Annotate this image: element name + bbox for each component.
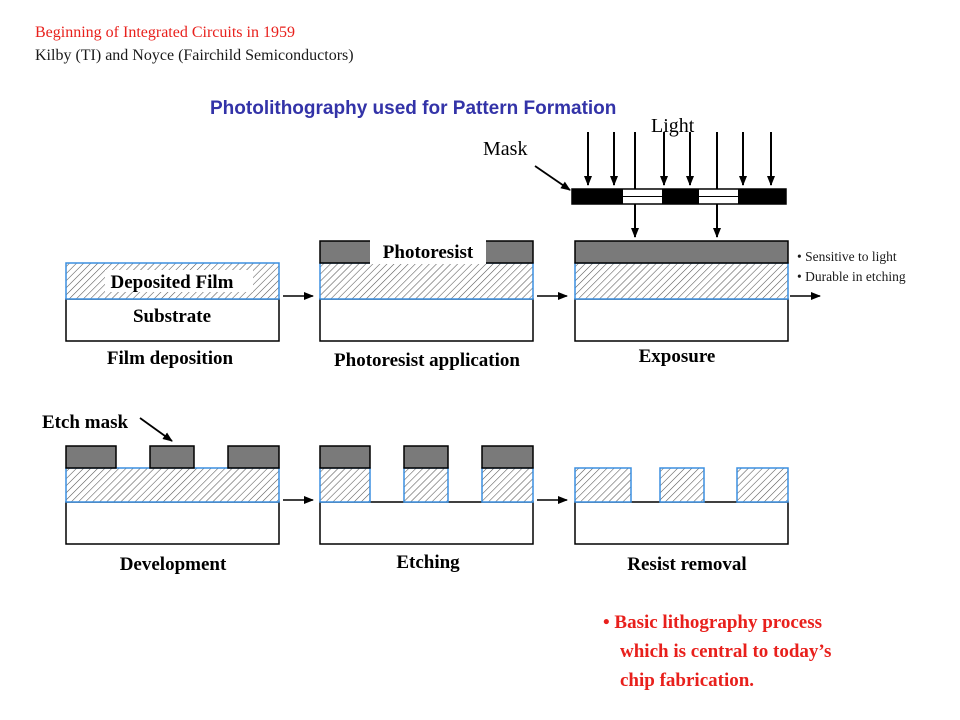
- step-development: Development: [65, 445, 280, 575]
- photoresist-properties-list: • Sensitive to light • Durable in etchin…: [797, 247, 906, 287]
- mask-label: Mask: [483, 138, 527, 160]
- step-caption: Development: [120, 554, 227, 575]
- summary-line-1: • Basic lithography process: [603, 612, 823, 633]
- resist-block: [403, 445, 449, 469]
- substrate-layer: [65, 501, 280, 545]
- summary-line-3: chip fabrication.: [620, 670, 755, 691]
- film-label-backing: [105, 270, 253, 292]
- resist-block: [481, 445, 534, 469]
- light-label: Light: [651, 115, 695, 137]
- photomask: [571, 188, 787, 205]
- step-caption: Photoresist application: [334, 350, 520, 371]
- resist-block: [65, 445, 117, 469]
- step-caption: Film deposition: [107, 348, 234, 369]
- deposited-film-label: Deposited Film: [111, 272, 234, 293]
- etch-mask-label: Etch mask: [42, 412, 128, 433]
- step-caption: Etching: [396, 552, 460, 573]
- mask-pointer-arrow: [534, 165, 571, 191]
- substrate-layer: [319, 298, 534, 342]
- summary-text: Basic lithography process: [614, 612, 823, 633]
- etch-mask-pointer-arrow: [139, 417, 173, 442]
- deposited-film-layer: [65, 467, 280, 503]
- step-photoresist-application: Photoresist Photoresist application: [319, 240, 534, 371]
- property-text: Durable in etching: [805, 269, 906, 284]
- summary-line-2: which is central to today’s: [620, 641, 832, 662]
- header-line-1: Beginning of Integrated Circuits in 1959: [35, 24, 295, 41]
- step-resist-removal: Resist removal: [574, 467, 789, 575]
- photoresist-label-backing: [370, 240, 486, 264]
- summary-note: • Basic lithography process which is cen…: [603, 608, 831, 695]
- light-arrows: [584, 132, 775, 238]
- step-film-deposition: Deposited Film Substrate Film deposition: [65, 262, 280, 369]
- film-segment: [319, 467, 371, 503]
- photoresist-label: Photoresist: [383, 242, 474, 263]
- substrate-layer: [574, 501, 789, 545]
- step-caption: Exposure: [639, 346, 716, 367]
- film-segment: [574, 467, 632, 503]
- deposited-film-layer: [574, 262, 789, 300]
- property-text: Sensitive to light: [805, 249, 897, 264]
- substrate-layer: [319, 501, 534, 545]
- property-item: • Sensitive to light: [797, 249, 897, 264]
- header-line-2: Kilby (TI) and Noyce (Fairchild Semicond…: [35, 47, 354, 64]
- step-exposure: Exposure: [574, 240, 789, 367]
- film-segment: [659, 467, 705, 503]
- substrate-layer: [574, 298, 789, 342]
- film-segment: [481, 467, 534, 503]
- page-title: Photolithography used for Pattern Format…: [210, 98, 617, 119]
- step-etching: Etching: [319, 445, 534, 573]
- film-segment: [736, 467, 789, 503]
- property-item: • Durable in etching: [797, 269, 906, 284]
- deposited-film-layer: [319, 262, 534, 300]
- resist-block: [227, 445, 280, 469]
- photoresist-layer: [574, 240, 789, 264]
- resist-block: [149, 445, 195, 469]
- resist-block: [319, 445, 371, 469]
- film-segment: [403, 467, 449, 503]
- step-caption: Resist removal: [627, 554, 746, 575]
- substrate-label: Substrate: [133, 306, 211, 327]
